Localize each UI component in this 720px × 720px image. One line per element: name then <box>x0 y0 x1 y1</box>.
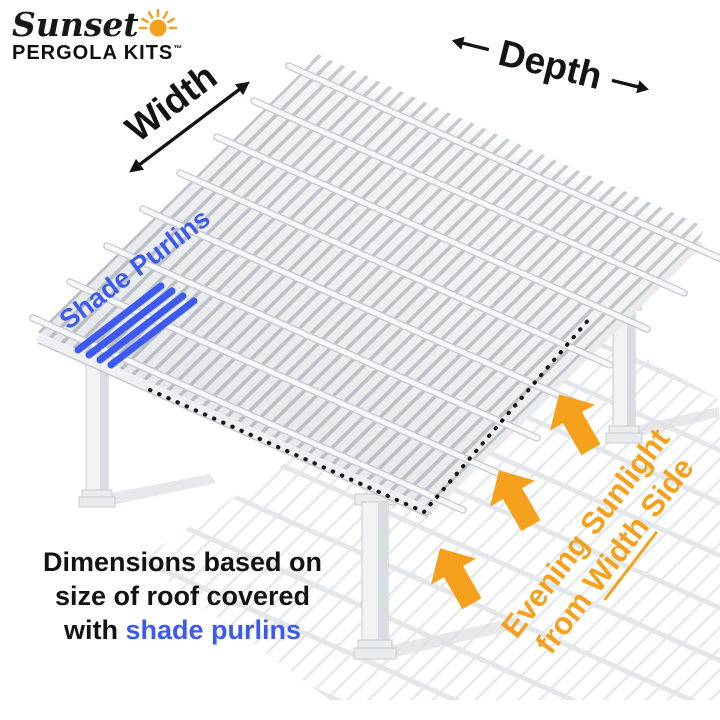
caption-line: size of roof covered <box>54 581 311 612</box>
depth-right-arrow-icon <box>611 78 649 93</box>
sun-icon <box>138 8 177 37</box>
dimensions-caption: Dimensions based on size of roof covered… <box>20 545 345 647</box>
depth-left-arrow-icon <box>451 36 490 51</box>
trademark-symbol: ™ <box>173 43 184 54</box>
brand-logo-top: Sunset <box>12 8 183 42</box>
width-label: Width <box>98 41 257 181</box>
shade-purlins-highlight <box>74 282 198 369</box>
pergola-rafters <box>29 62 720 514</box>
brand-wordmark-text: PERGOLA KITS <box>12 42 174 64</box>
depth-label: Depth <box>446 22 656 108</box>
width-double-arrow-icon <box>129 81 250 173</box>
dotted-roof-outline <box>148 316 592 515</box>
sunlight-up-arrow-icon <box>536 381 613 462</box>
sunlight-up-arrow-icon <box>417 535 494 616</box>
brand-script-text: Sunset <box>12 5 139 44</box>
sunlight-up-arrow-icon <box>476 457 553 538</box>
pergola-posts <box>78 299 643 660</box>
brand-wordmark: PERGOLA KITS™ <box>12 42 183 65</box>
caption-line3-prefix: with <box>63 615 126 646</box>
brand-logo: Sunset PERGOLA KITS™ <box>12 8 183 65</box>
left-post <box>78 349 116 508</box>
shade-purlins-highlight-text: shade purlins <box>125 615 302 646</box>
caption-line: Dimensions based on <box>42 547 323 577</box>
caption-line: with shade purlins <box>20 613 345 647</box>
front-post <box>353 493 397 660</box>
pergola-beams <box>35 238 704 518</box>
